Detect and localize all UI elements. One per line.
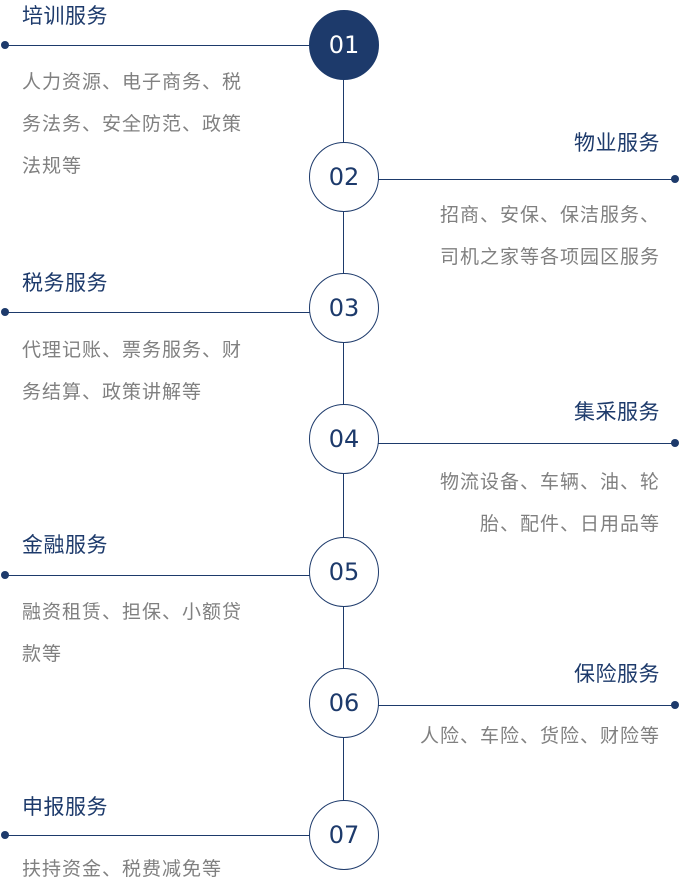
item-title: 集采服务: [574, 400, 660, 424]
connector-line: [4, 835, 310, 836]
item-description: 融资租赁、担保、小额贷 款等: [22, 591, 242, 675]
connector-dot: [1, 308, 9, 316]
description-line: 务结算、政策讲解等: [22, 381, 203, 403]
step-circle-03[interactable]: 03: [309, 273, 379, 343]
connector-line: [378, 705, 676, 706]
description-line: 代理记账、票务服务、财: [22, 339, 243, 361]
description-line: 法规等: [22, 155, 83, 177]
connector-line: [4, 575, 310, 576]
item-title: 培训服务: [22, 4, 108, 28]
item-description: 招商、安保、保洁服务、 司机之家等各项园区服务: [440, 194, 660, 278]
step-circle-06[interactable]: 06: [309, 668, 379, 738]
description-line: 招商、安保、保洁服务、: [439, 204, 660, 226]
connector-line: [378, 179, 676, 180]
item-description: 人力资源、电子商务、税 务法务、安全防范、政策 法规等: [22, 61, 242, 187]
connector-dot: [671, 439, 679, 447]
item-title: 申报服务: [22, 795, 108, 819]
connector-dot: [671, 175, 679, 183]
description-line: 胎、配件、日用品等: [479, 513, 660, 535]
item-description: 人险、车险、货险、财险等: [420, 715, 660, 757]
item-title: 物业服务: [574, 131, 660, 155]
connector-line: [4, 45, 310, 46]
connector-line: [378, 443, 676, 444]
item-description: 扶持资金、税费减免等: [22, 848, 222, 890]
step-circle-07[interactable]: 07: [309, 800, 379, 870]
step-circle-01[interactable]: 01: [309, 10, 379, 80]
item-title: 税务服务: [22, 271, 108, 295]
connector-dot: [671, 701, 679, 709]
item-description: 代理记账、票务服务、财 务结算、政策讲解等: [22, 329, 242, 413]
description-line: 物流设备、车辆、油、轮: [439, 471, 660, 493]
description-line: 款等: [22, 643, 63, 665]
item-description: 物流设备、车辆、油、轮 胎、配件、日用品等: [440, 461, 660, 545]
step-circle-04[interactable]: 04: [309, 404, 379, 474]
description-line: 人力资源、电子商务、税: [22, 71, 243, 93]
connector-dot: [1, 41, 9, 49]
step-circle-02[interactable]: 02: [309, 142, 379, 212]
description-line: 扶持资金、税费减免等: [22, 858, 223, 880]
description-line: 融资租赁、担保、小额贷: [22, 601, 243, 623]
description-line: 人险、车险、货险、财险等: [419, 725, 660, 747]
connector-dot: [1, 571, 9, 579]
connector-dot: [1, 831, 9, 839]
step-circle-05[interactable]: 05: [309, 537, 379, 607]
connector-line: [4, 312, 310, 313]
item-title: 金融服务: [22, 533, 108, 557]
description-line: 司机之家等各项园区服务: [439, 246, 660, 268]
description-line: 务法务、安全防范、政策: [22, 113, 243, 135]
item-title: 保险服务: [574, 662, 660, 686]
